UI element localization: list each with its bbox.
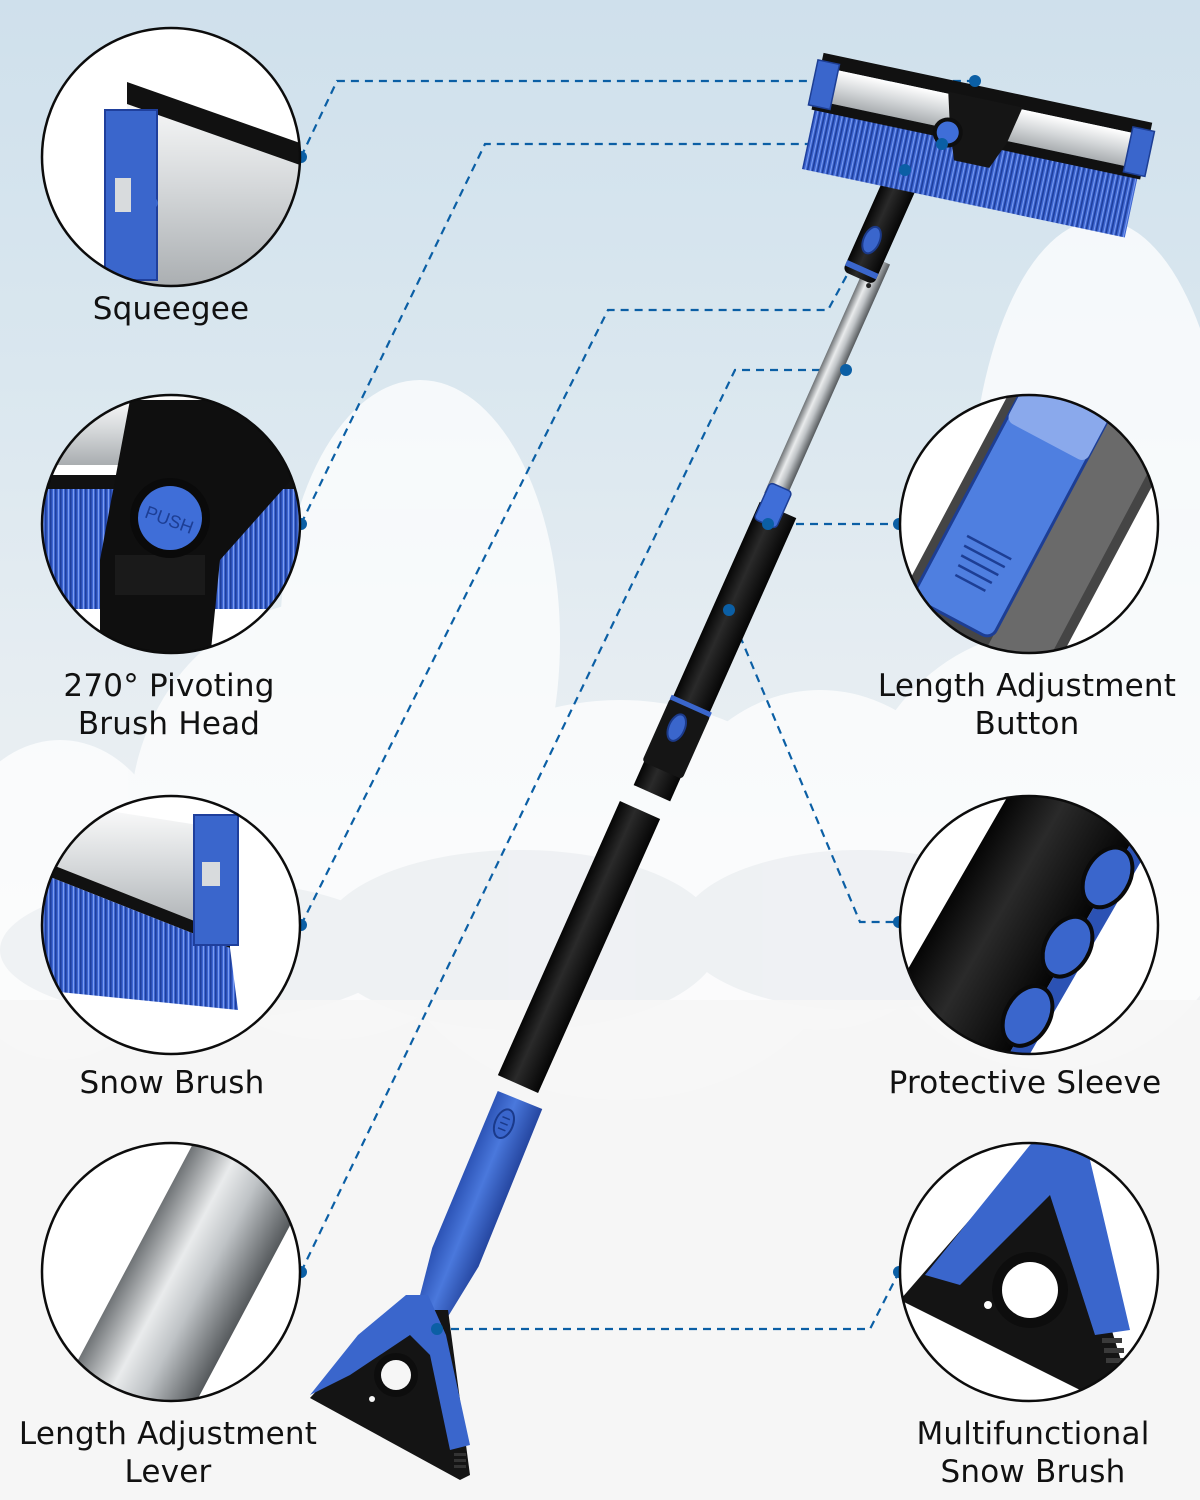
label-adjustment-lever: Length Adjustment Lever <box>18 1416 318 1490</box>
leader-lever <box>300 368 846 1273</box>
snow-brush-tool <box>310 52 1156 1480</box>
leader-sleeve <box>727 609 899 924</box>
detail-circle-snow-brush <box>40 794 302 1056</box>
leader-snow-brush <box>300 167 906 926</box>
label-squeegee: Squeegee <box>92 291 250 327</box>
leader-squeegee <box>300 79 975 158</box>
brush-head <box>801 52 1156 238</box>
label-adjustment-button: Length Adjustment Button <box>877 668 1177 742</box>
leader-multibrush <box>437 1271 900 1331</box>
detail-circle-multifunctional-brush <box>898 1141 1160 1403</box>
label-pivoting-head: 270° Pivoting Brush Head <box>63 668 275 742</box>
label-snow-brush: Snow Brush <box>79 1065 265 1101</box>
label-protective-sleeve: Protective Sleeve <box>888 1065 1162 1101</box>
leader-pivot <box>300 142 942 525</box>
detail-circle-pivoting-head: PUSH <box>40 393 302 655</box>
leader-lines <box>300 79 975 1331</box>
ice-scraper <box>310 1295 470 1480</box>
label-multifunctional-brush: Multifunctional Snow Brush <box>916 1416 1150 1490</box>
detail-circle-squeegee <box>40 26 302 288</box>
